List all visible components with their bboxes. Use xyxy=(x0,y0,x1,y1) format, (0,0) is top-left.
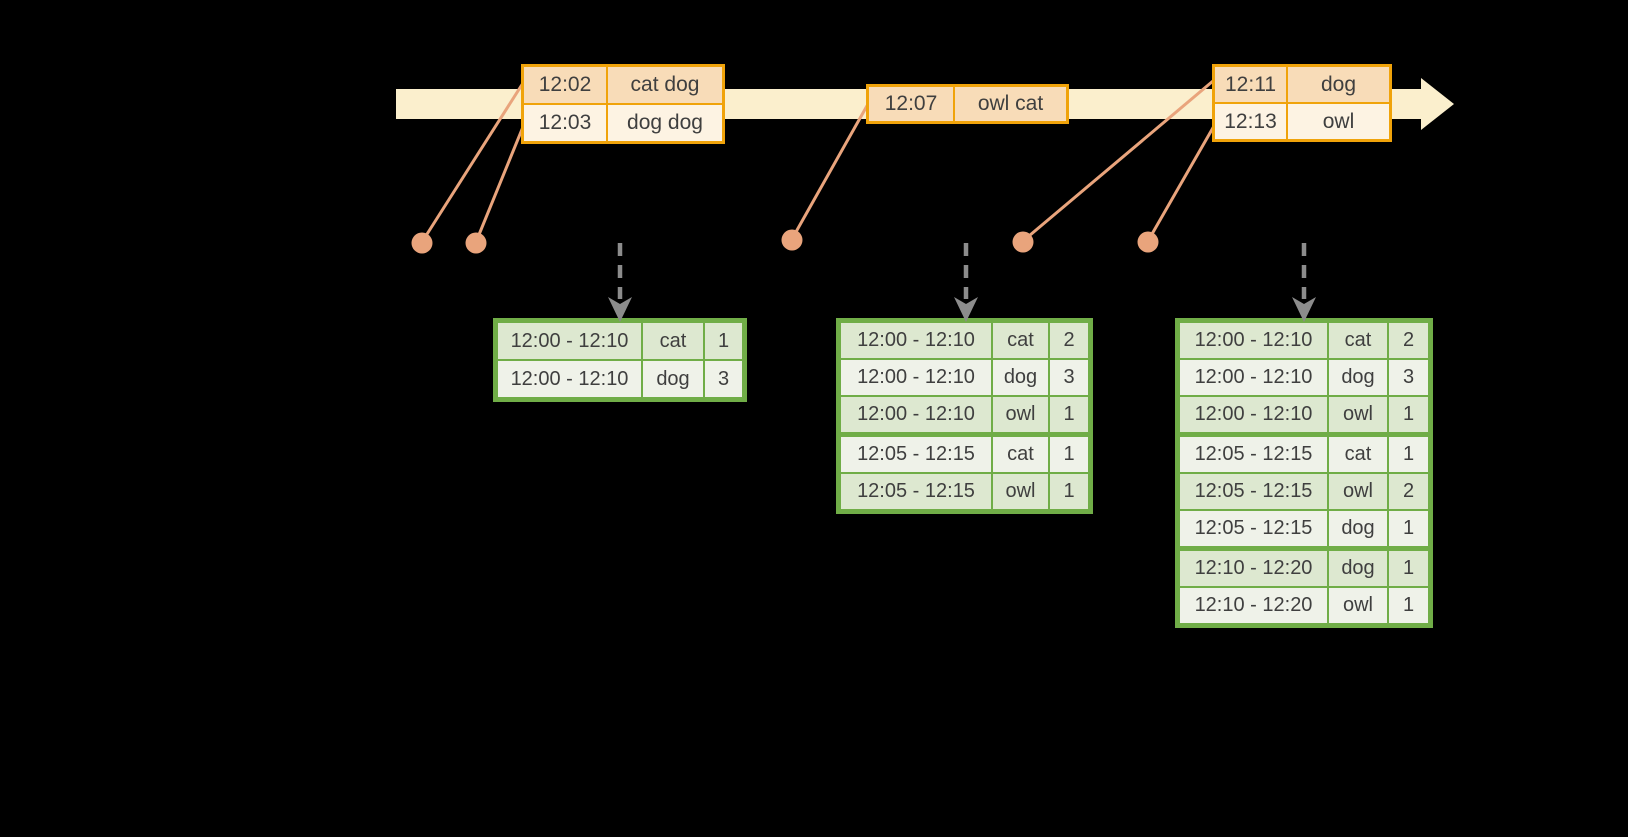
window-cell: 12:10 - 12:20 xyxy=(1180,588,1327,623)
window-cell: 12:00 - 12:10 xyxy=(1180,360,1327,395)
word-cell: cat xyxy=(643,323,703,359)
word-cell: dog xyxy=(1329,551,1387,586)
word-cell: cat xyxy=(1329,437,1387,472)
event-dot xyxy=(781,229,803,251)
count-cell: 1 xyxy=(1050,397,1088,432)
window-cell: 12:00 - 12:10 xyxy=(498,323,641,359)
word-cell: cat xyxy=(993,437,1048,472)
count-cell: 1 xyxy=(1389,511,1428,546)
window-cell: 12:05 - 12:15 xyxy=(841,437,991,472)
event-time-cell: 12:02 xyxy=(524,67,606,103)
event-connector-line xyxy=(474,121,527,243)
word-cell: owl xyxy=(993,397,1048,432)
count-cell: 2 xyxy=(1389,474,1428,509)
event-connector-line xyxy=(790,103,870,240)
count-cell: 1 xyxy=(1389,397,1428,432)
window-cell: 12:00 - 12:10 xyxy=(841,397,991,432)
count-cell: 2 xyxy=(1050,323,1088,358)
count-cell: 1 xyxy=(1389,588,1428,623)
count-cell: 2 xyxy=(1389,323,1428,358)
stream-arrowhead-icon xyxy=(1421,78,1454,130)
count-cell: 3 xyxy=(1050,360,1088,395)
count-cell: 1 xyxy=(1389,551,1428,586)
window-cell: 12:05 - 12:15 xyxy=(841,474,991,509)
event-time-cell: 12:03 xyxy=(524,105,606,141)
event-time-cell: 12:07 xyxy=(869,87,953,121)
word-cell: cat xyxy=(993,323,1048,358)
event-time-cell: 12:13 xyxy=(1215,104,1286,139)
count-cell: 1 xyxy=(1389,437,1428,472)
window-cell: 12:10 - 12:20 xyxy=(1180,551,1327,586)
event-dot xyxy=(465,232,487,254)
word-cell: dog xyxy=(993,360,1048,395)
event-words-cell: owl cat xyxy=(955,87,1066,121)
count-cell: 3 xyxy=(1389,360,1428,395)
event-dot xyxy=(411,232,433,254)
word-cell: owl xyxy=(1329,588,1387,623)
word-cell: dog xyxy=(1329,360,1387,395)
window-cell: 12:00 - 12:10 xyxy=(1180,323,1327,358)
event-time-cell: 12:11 xyxy=(1215,67,1286,102)
count-cell: 1 xyxy=(1050,437,1088,472)
word-cell: cat xyxy=(1329,323,1387,358)
event-words-cell: dog xyxy=(1288,67,1389,102)
event-words-cell: dog dog xyxy=(608,105,722,141)
count-cell: 3 xyxy=(705,361,742,397)
window-cell: 12:00 - 12:10 xyxy=(1180,397,1327,432)
event-connector-line xyxy=(1146,125,1216,242)
word-cell: dog xyxy=(1329,511,1387,546)
word-cell: dog xyxy=(643,361,703,397)
window-cell: 12:05 - 12:15 xyxy=(1180,474,1327,509)
window-cell: 12:00 - 12:10 xyxy=(498,361,641,397)
word-cell: owl xyxy=(1329,397,1387,432)
event-words-cell: cat dog xyxy=(608,67,722,103)
window-cell: 12:00 - 12:10 xyxy=(841,360,991,395)
word-cell: owl xyxy=(993,474,1048,509)
word-cell: owl xyxy=(1329,474,1387,509)
window-cell: 12:05 - 12:15 xyxy=(1180,511,1327,546)
count-cell: 1 xyxy=(705,323,742,359)
event-dot xyxy=(1012,231,1034,253)
count-cell: 1 xyxy=(1050,474,1088,509)
window-cell: 12:00 - 12:10 xyxy=(841,323,991,358)
event-words-cell: owl xyxy=(1288,104,1389,139)
window-cell: 12:05 - 12:15 xyxy=(1180,437,1327,472)
event-dot xyxy=(1137,231,1159,253)
